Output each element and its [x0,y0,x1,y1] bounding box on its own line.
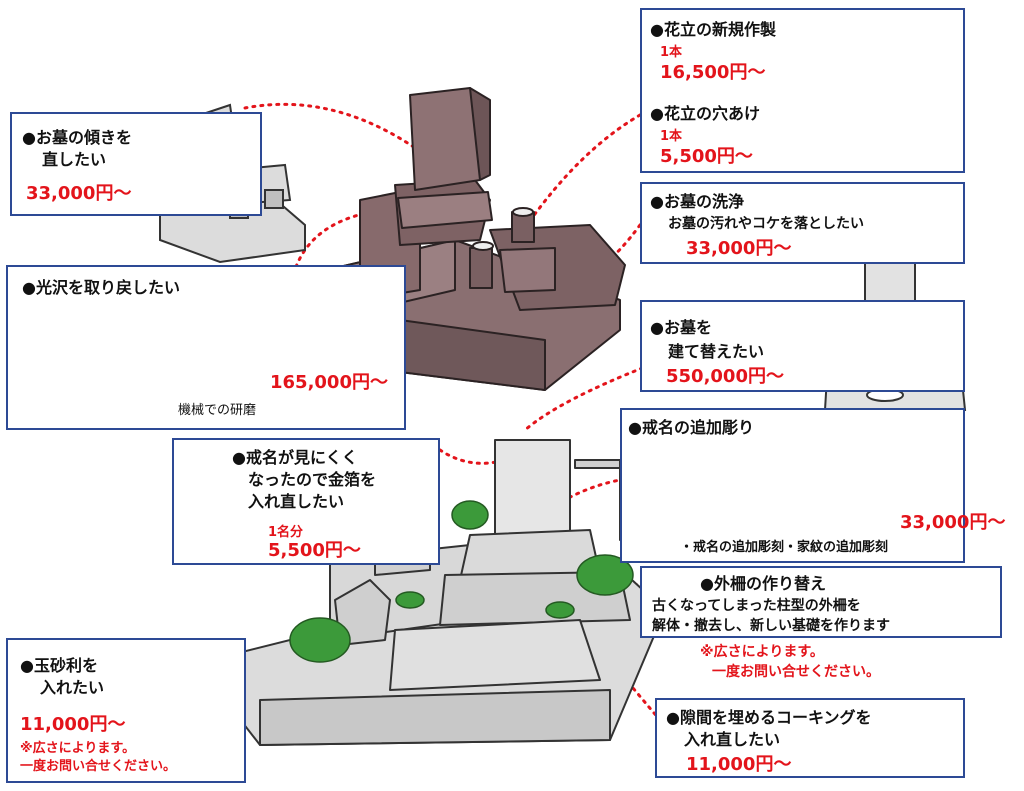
vase-hole-title: ●花立の穴あけ [650,104,760,123]
caulk-title-1: ●隙間を埋めるコーキングを [666,708,872,727]
fence-note-2: 一度お問い合せください。 [712,664,880,680]
old-grave [334,87,626,391]
rebuild-box [640,300,965,392]
vase-new-title: ●花立の新規作製 [650,20,776,39]
vase-new-unit: 1本 [660,45,683,60]
caulk-box [655,698,965,778]
tilt-price: 33,000円～ [26,183,132,204]
rebuild-title-1: ●お墓を [650,318,712,337]
fence-sub-1: 古くなってしまった柱型の外柵を [652,598,861,614]
tilt-title-1: ●お墓の傾きを [22,128,132,147]
gilding-title-3: 入れ直したい [248,492,345,511]
cleaning-price: 33,000円～ [686,238,792,259]
gilding-box [172,438,440,565]
gravel-note-2: 一度お問い合せください。 [20,759,177,774]
gilding-unit: 1名分 [268,525,304,540]
cleaning-title: ●お墓の洗浄 [650,192,744,211]
rebuild-price: 550,000円～ [666,366,784,387]
caulk-title-2: 入れ直したい [684,730,781,749]
gilding-title-2: なったので金箔を [248,470,377,489]
engrave-box [620,408,965,563]
caulk-price: 11,000円～ [686,754,792,775]
tilt-repair-box [10,112,262,216]
cleaning-box [640,182,965,264]
shine-price: 165,000円～ [270,372,388,393]
gilding-price: 5,500円～ [268,540,361,561]
gravel-box [6,638,246,783]
vase-box [640,8,965,173]
shrubs [289,500,634,663]
new-grave-plot [224,439,666,746]
engrave-price: 33,000円～ [900,512,1006,533]
tilt-title-2: 直したい [42,150,107,169]
gravel-note-1: ※広さによります。 [20,741,136,756]
vase-new-price: 16,500円～ [660,62,766,83]
cleaning-sub: お墓の汚れやコケを落としたい [668,216,864,232]
rebuild-title-2: 建て替えたい [668,342,765,361]
shine-title: ●光沢を取り戻したい [22,278,180,297]
gravel-title-2: 入れたい [40,678,105,697]
vase-hole-price: 5,500円～ [660,146,753,167]
fence-box [640,566,1002,638]
shine-note: 機械での研磨 [178,403,257,418]
vase-hole-unit: 1本 [660,129,683,144]
gilding-title-1: ●戒名が見にくく [232,448,358,467]
fence-sub-2: 解体・撤去し、新しい基礎を作ります [652,618,890,634]
fence-note-1: ※広さによります。 [700,644,824,660]
shine-restore-box [6,265,406,430]
fence-title: ●外柵の作り替え [700,574,826,593]
engrave-note: ・戒名の追加彫刻・家紋の追加彫刻 [680,540,889,555]
gravel-price: 11,000円～ [20,714,126,735]
gravel-title-1: ●玉砂利を [20,656,98,675]
engrave-title: ●戒名の追加彫り [628,418,754,437]
